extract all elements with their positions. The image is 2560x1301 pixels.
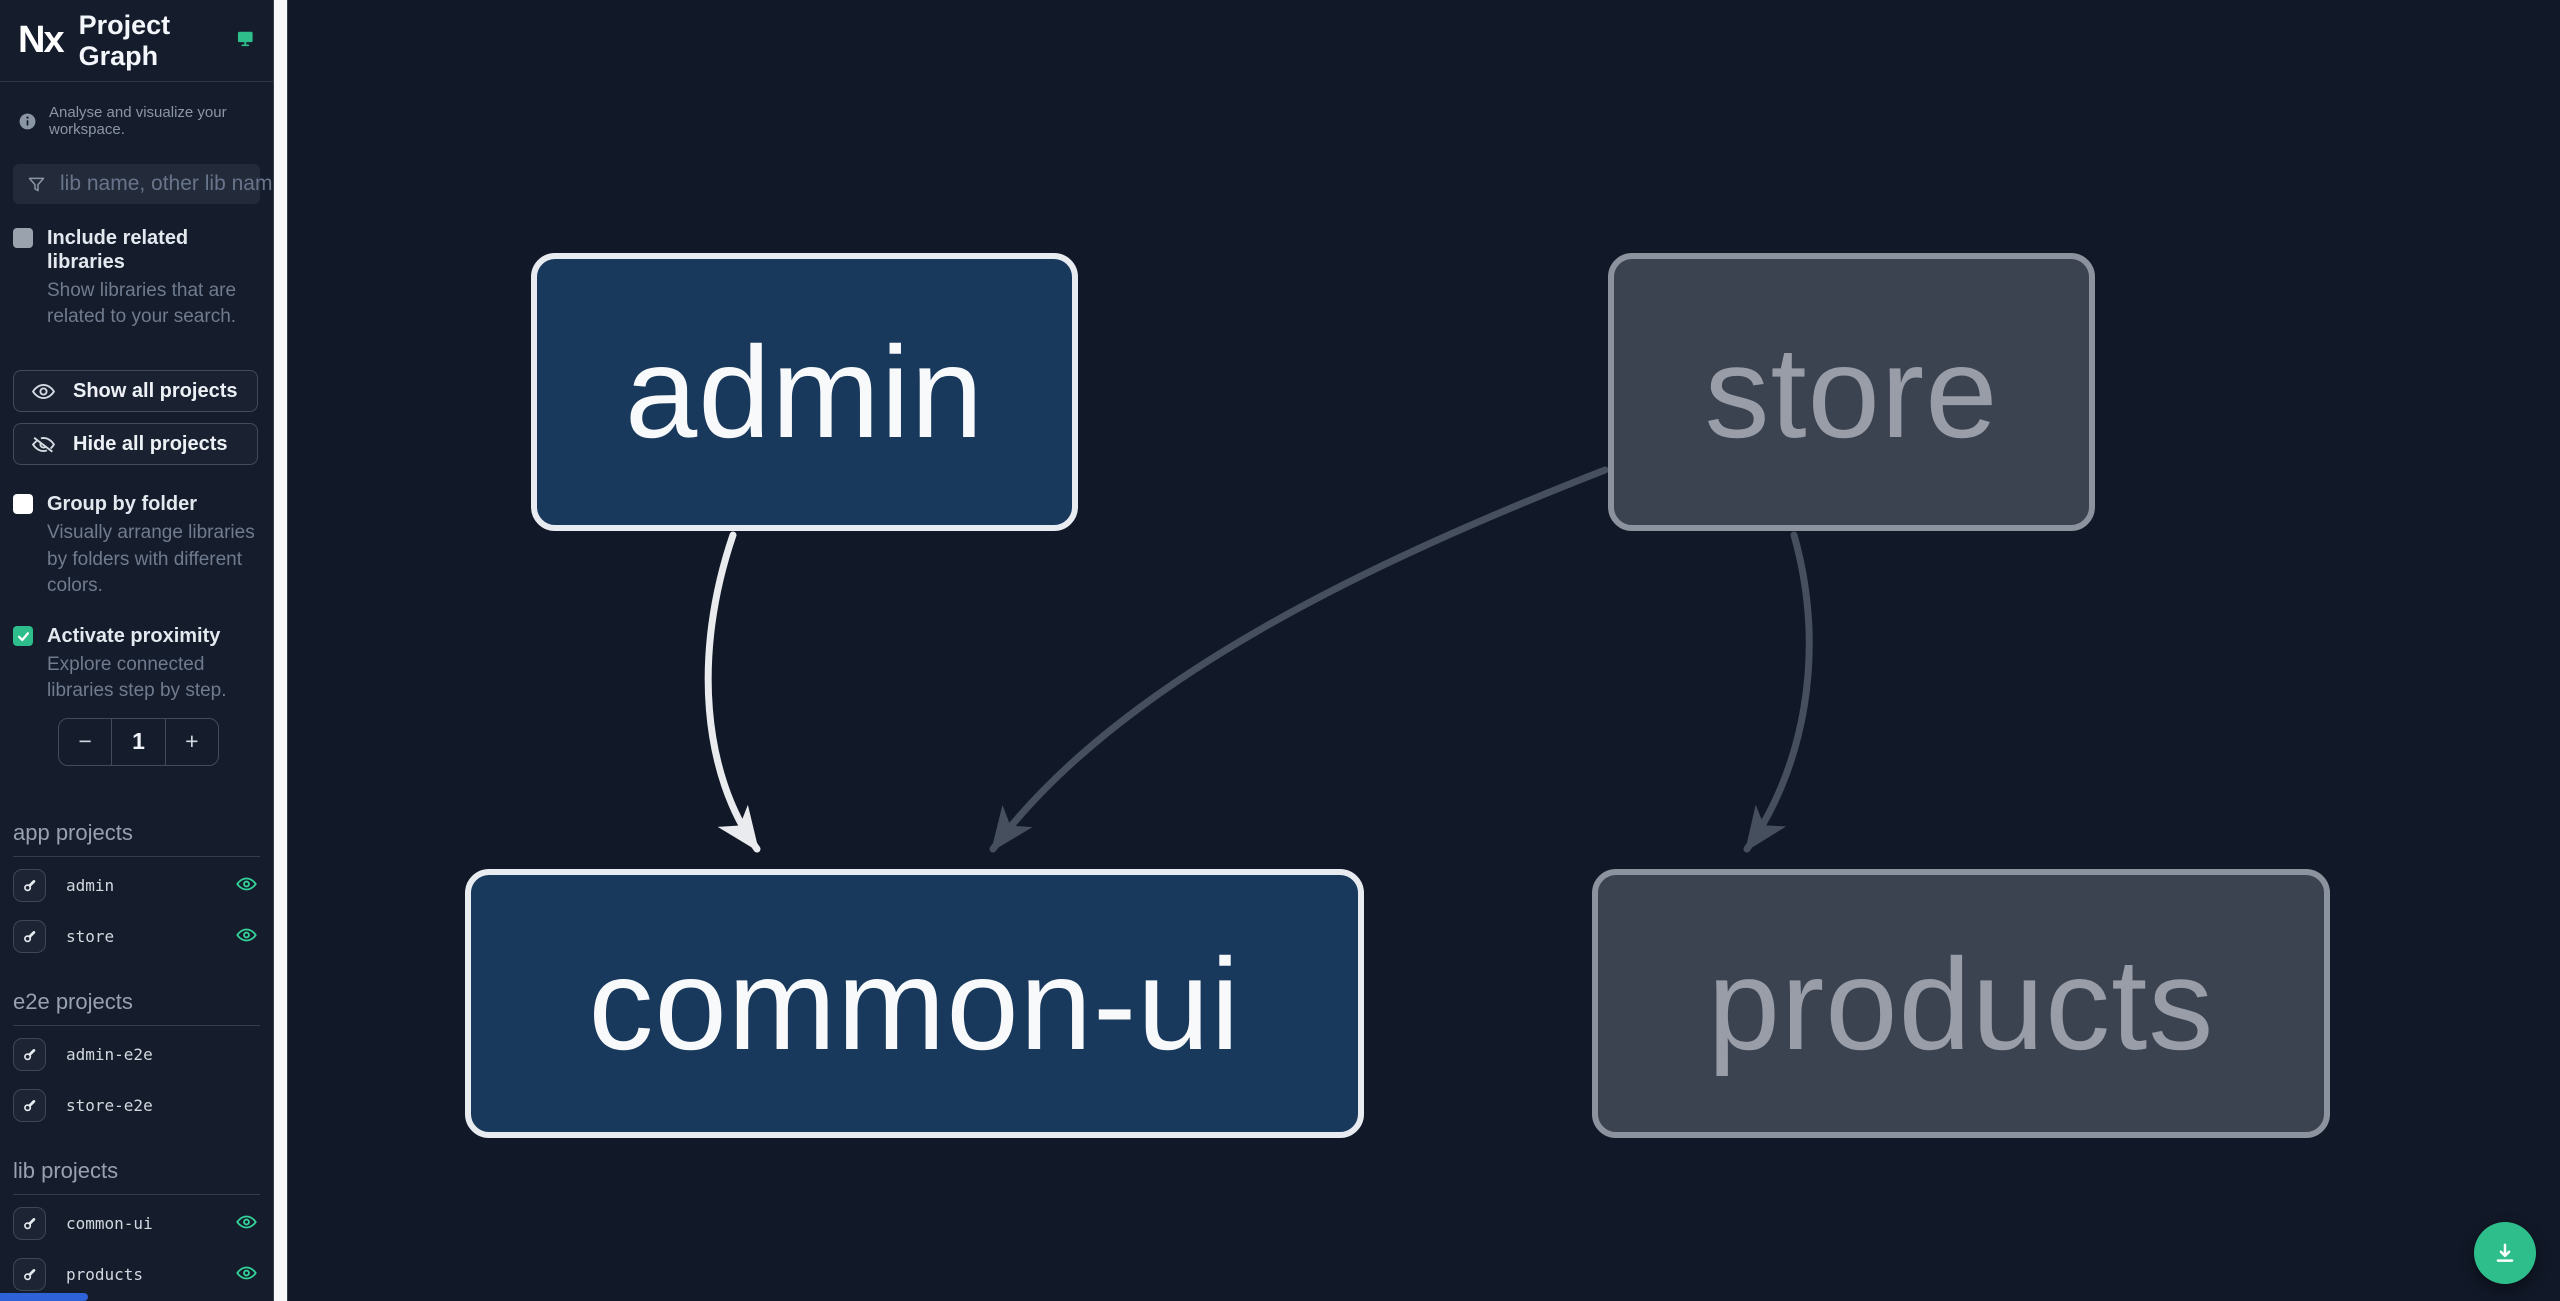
eye-icon bbox=[32, 383, 55, 399]
focus-project-button[interactable] bbox=[13, 1037, 46, 1071]
eye-off-icon bbox=[31, 436, 56, 453]
hide-all-label: Hide all projects bbox=[73, 432, 228, 455]
section-heading-app-projects: app projects bbox=[13, 820, 260, 857]
graph-node-admin[interactable]: admin bbox=[531, 253, 1078, 531]
toggle-visibility-eye-icon[interactable] bbox=[232, 1211, 260, 1235]
activate-proximity-label: Activate proximity bbox=[47, 625, 221, 648]
graph-node-label: store bbox=[1704, 319, 1999, 465]
monitor-icon[interactable] bbox=[236, 29, 255, 53]
project-name: admin-e2e bbox=[66, 1044, 153, 1064]
toggle-visibility-eye-icon[interactable] bbox=[232, 924, 260, 948]
brand-header: Nx Project Graph bbox=[0, 0, 273, 82]
project-name: common-ui bbox=[66, 1213, 153, 1233]
group-by-folder-row: Group by folder Visually arrange librari… bbox=[0, 492, 273, 599]
project-name: store bbox=[66, 926, 115, 946]
focus-icon bbox=[24, 1268, 36, 1280]
project-row-products: products bbox=[0, 1252, 273, 1297]
search-box bbox=[13, 164, 273, 204]
project-row-admin-e2e: admin-e2e bbox=[0, 1032, 273, 1077]
activate-proximity-checkbox[interactable] bbox=[13, 626, 33, 647]
graph-node-label: admin bbox=[624, 319, 985, 465]
proximity-stepper: − 1 + bbox=[58, 717, 219, 766]
nx-logo: Nx bbox=[18, 19, 65, 61]
project-name: store-e2e bbox=[66, 1095, 153, 1115]
project-row-store-e2e: store-e2e bbox=[0, 1083, 273, 1128]
focus-icon bbox=[24, 930, 36, 942]
project-row-common-ui: common-ui bbox=[0, 1201, 273, 1246]
show-all-label: Show all projects bbox=[73, 379, 238, 402]
activate-proximity-row: Activate proximity Explore connected lib… bbox=[0, 624, 273, 704]
sidebar-resize-handle[interactable] bbox=[273, 0, 288, 1301]
graph-node-products[interactable]: products bbox=[1592, 869, 2330, 1138]
focus-project-button[interactable] bbox=[13, 868, 46, 902]
section-heading-lib-projects: lib projects bbox=[13, 1158, 260, 1195]
toggle-visibility-eye-icon[interactable] bbox=[232, 873, 260, 897]
focus-icon bbox=[24, 1217, 36, 1229]
focus-project-button[interactable] bbox=[13, 1206, 46, 1240]
group-by-folder-checkbox[interactable] bbox=[13, 494, 33, 515]
sidebar: Nx Project Graph Analyse and visualize y… bbox=[0, 0, 273, 1301]
proximity-increment-button[interactable]: + bbox=[164, 718, 218, 765]
focus-project-button[interactable] bbox=[13, 919, 46, 953]
include-related-row: Include related libraries Show libraries… bbox=[0, 226, 273, 330]
page-title: Project Graph bbox=[78, 9, 171, 71]
project-row-admin: admin bbox=[0, 863, 273, 908]
proximity-decrement-button[interactable]: − bbox=[59, 718, 113, 765]
graph-node-common-ui[interactable]: common-ui bbox=[465, 869, 1364, 1138]
include-related-label: Include related libraries bbox=[47, 227, 189, 273]
include-related-description: Show libraries that are related to your … bbox=[47, 280, 237, 328]
section-heading-e2e-projects: e2e projects bbox=[13, 989, 260, 1026]
hide-all-projects-button[interactable]: Hide all projects bbox=[13, 423, 258, 466]
project-name: admin bbox=[66, 875, 115, 895]
project-row-store: store bbox=[0, 914, 273, 959]
horizontal-scrollbar-thumb[interactable] bbox=[0, 1293, 88, 1301]
download-icon bbox=[2496, 1243, 2514, 1262]
graph-node-label: products bbox=[1707, 930, 2215, 1077]
focus-icon bbox=[24, 1099, 36, 1111]
graph-node-store[interactable]: store bbox=[1608, 253, 2095, 531]
funnel-icon bbox=[28, 177, 45, 191]
tagline: Analyse and visualize your workspace. bbox=[0, 82, 273, 146]
download-image-button[interactable] bbox=[2474, 1222, 2536, 1284]
checkmark-icon bbox=[17, 631, 29, 641]
focus-icon bbox=[24, 1048, 36, 1060]
activate-proximity-description: Explore connected libraries step by step… bbox=[47, 654, 227, 702]
toggle-visibility-eye-icon[interactable] bbox=[232, 1262, 260, 1286]
info-icon bbox=[19, 113, 36, 129]
group-by-folder-description: Visually arrange libraries by folders wi… bbox=[47, 522, 255, 596]
focus-icon bbox=[24, 879, 36, 891]
project-name: products bbox=[66, 1264, 144, 1284]
include-related-checkbox[interactable] bbox=[13, 228, 33, 248]
group-by-folder-label: Group by folder bbox=[47, 493, 197, 516]
tagline-text: Analyse and visualize your workspace. bbox=[49, 104, 227, 138]
proximity-value: 1 bbox=[132, 728, 145, 755]
search-input[interactable] bbox=[60, 172, 273, 196]
focus-project-button[interactable] bbox=[13, 1088, 46, 1122]
focus-project-button[interactable] bbox=[13, 1257, 46, 1291]
graph-node-label: common-ui bbox=[588, 930, 1241, 1077]
show-all-projects-button[interactable]: Show all projects bbox=[13, 370, 258, 413]
